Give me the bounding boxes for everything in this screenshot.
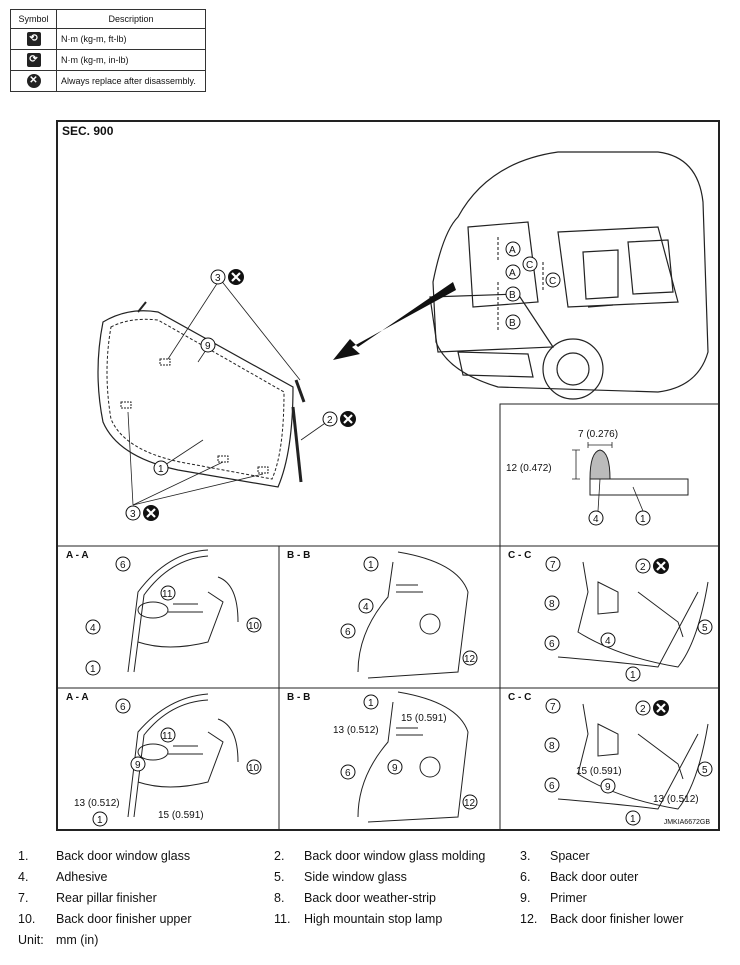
legend-row: ⟳ N·m (kg-m, in-lb) — [10, 49, 206, 71]
dimension-b-label: 15 (0.591) — [158, 810, 204, 821]
svg-text:3: 3 — [130, 509, 136, 520]
svg-text:12: 12 — [464, 798, 476, 809]
section-c-upper — [557, 561, 709, 668]
svg-text:2: 2 — [640, 562, 646, 573]
dimension-a-label: 13 (0.512) — [333, 725, 379, 736]
svg-text:6: 6 — [120, 702, 126, 713]
figure-code: JMKIA6672GB — [663, 819, 710, 826]
svg-text:1: 1 — [368, 560, 374, 571]
replace-x-icon: ✕ — [26, 74, 41, 88]
svg-text:A: A — [509, 245, 516, 256]
adhesive-detail-box: 7 (0.276) 12 (0.472) 4 1 — [499, 403, 718, 547]
symbol-legend-table: Symbol Description ⟲ N·m (kg-m, ft-lb) ⟳… — [10, 9, 206, 92]
svg-text:C: C — [526, 260, 533, 271]
svg-text:8: 8 — [549, 599, 555, 610]
section-b-lower-callouts: 1 9 6 12 13 (0.512) 15 (0.591) — [333, 694, 478, 810]
svg-text:1: 1 — [630, 814, 636, 825]
view-label-b: B - B — [287, 692, 310, 703]
direction-arrow — [333, 282, 456, 360]
svg-text:5: 5 — [702, 623, 708, 634]
svg-text:4: 4 — [593, 514, 599, 525]
svg-text:9: 9 — [205, 341, 211, 352]
view-label-b: B - B — [287, 550, 310, 561]
legend-row: ⟲ N·m (kg-m, ft-lb) — [10, 28, 206, 50]
svg-text:1: 1 — [640, 514, 646, 525]
svg-text:10: 10 — [248, 621, 260, 632]
torque-wrench-small-icon: ⟳ — [26, 53, 41, 67]
svg-text:1: 1 — [630, 670, 636, 681]
section-headings: A - A B - B C - C A - A B - B C - C — [66, 550, 531, 703]
svg-text:11: 11 — [162, 589, 173, 600]
svg-text:6: 6 — [120, 560, 126, 571]
section-markers: A A C C B B — [497, 237, 561, 332]
svg-text:9: 9 — [135, 760, 141, 771]
svg-text:10: 10 — [248, 763, 260, 774]
vehicle-illustration — [429, 151, 709, 400]
svg-text:8: 8 — [549, 741, 555, 752]
window-glass-illustration — [97, 301, 306, 488]
svg-text:7: 7 — [550, 702, 556, 713]
diagram-frame: A A C C B B — [56, 120, 720, 831]
legend-row-text: Always replace after disassembly. — [56, 70, 206, 92]
section-c-lower-callouts: 7 2 8 5 9 6 1 15 (0.591) 13 (0.512) — [544, 698, 713, 826]
legend-row: ✕ Always replace after disassembly. — [10, 70, 206, 92]
svg-text:B: B — [509, 290, 516, 301]
dimension-b-label: 15 (0.591) — [401, 713, 447, 724]
svg-text:1: 1 — [90, 664, 96, 675]
svg-text:6: 6 — [345, 627, 351, 638]
legend-row-text: N·m (kg-m, in-lb) — [56, 49, 206, 71]
svg-text:6: 6 — [549, 639, 555, 650]
dimension-a-label: 13 (0.512) — [653, 794, 699, 805]
legend-header-symbol: Symbol — [10, 9, 57, 29]
view-label-a: A - A — [66, 550, 89, 561]
svg-text:4: 4 — [605, 636, 611, 647]
svg-text:1: 1 — [97, 815, 103, 826]
callouts: 3 9 2 1 3 — [125, 267, 358, 523]
svg-text:2: 2 — [640, 704, 646, 715]
svg-text:11: 11 — [162, 731, 173, 742]
svg-text:7: 7 — [550, 560, 556, 571]
section-b-lower — [357, 691, 469, 823]
diagram-drawing: A A C C B B — [58, 151, 718, 829]
dimension-a-label: 13 (0.512) — [74, 798, 120, 809]
svg-text:12: 12 — [464, 654, 476, 665]
legend-header-description: Description — [56, 9, 206, 29]
view-label-c: C - C — [508, 550, 531, 561]
legend-row-text: N·m (kg-m, ft-lb) — [56, 28, 206, 50]
section-a-upper-callouts: 6 11 10 4 1 — [85, 556, 262, 676]
svg-text:6: 6 — [549, 781, 555, 792]
svg-text:1: 1 — [368, 698, 374, 709]
torque-wrench-icon: ⟲ — [26, 32, 41, 46]
section-a-lower — [127, 693, 239, 818]
section-number: SEC. 900 — [62, 124, 114, 138]
dimension-width-label: 7 (0.276) — [578, 429, 618, 440]
dimension-b-label: 15 (0.591) — [576, 766, 622, 777]
svg-text:9: 9 — [392, 763, 398, 774]
svg-text:2: 2 — [327, 415, 333, 426]
svg-text:A: A — [509, 268, 516, 279]
legend-header-row: Symbol Description — [10, 9, 206, 29]
view-label-c: C - C — [508, 692, 531, 703]
svg-text:4: 4 — [90, 623, 96, 634]
section-b-upper-callouts: 1 4 6 12 — [340, 556, 478, 666]
section-b-upper — [357, 551, 469, 679]
view-label-a: A - A — [66, 692, 89, 703]
section-c-upper-callouts: 7 2 8 5 4 6 1 — [544, 556, 713, 682]
svg-text:B: B — [509, 318, 516, 329]
svg-text:9: 9 — [605, 782, 611, 793]
svg-text:6: 6 — [345, 768, 351, 779]
section-grid — [58, 545, 718, 829]
svg-text:3: 3 — [215, 273, 221, 284]
svg-text:C: C — [549, 276, 556, 287]
section-c-lower — [557, 703, 709, 810]
svg-text:1: 1 — [158, 464, 164, 475]
dimension-height-label: 12 (0.472) — [506, 463, 552, 474]
section-a-lower-callouts: 6 11 10 9 1 13 (0.512) 15 (0.591) — [74, 698, 262, 827]
svg-text:5: 5 — [702, 765, 708, 776]
svg-text:4: 4 — [363, 602, 369, 613]
section-a-upper — [127, 549, 239, 673]
